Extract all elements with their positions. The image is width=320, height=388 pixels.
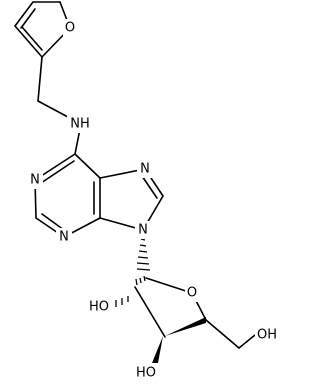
furan-bond-c2-c3 (14, 25, 43, 58)
ribose-bond-c2-c3 (134, 286, 166, 338)
furan-bond-c3-c4 (14, 1, 34, 27)
ribose-oxygen-label: O (187, 286, 197, 301)
furan-double-bond-c3-c4 (20, 8, 36, 29)
bond-furan-ch2 (37, 56, 43, 102)
hashed-bond-c1-c2 (135, 275, 146, 286)
ribose-bond-c4-c5 (205, 319, 240, 349)
purine-bond-c5-c6 (74, 153, 101, 179)
purine-double-bond-c2-n3 (41, 213, 65, 231)
imidazole-n9-label: N (138, 223, 148, 238)
furan-oxygen-label: O (65, 21, 75, 36)
hydroxyl-5-label: OH (257, 328, 277, 343)
imidazole-n7-label: N (140, 162, 150, 177)
hashed-bond-n9-c1 (136, 238, 151, 271)
pyrimidine-n1-label: N (30, 173, 40, 188)
ribose-bond-c5-oh (238, 334, 256, 349)
bond-layer (14, 1, 256, 363)
hydroxyl-2-label: HO (89, 300, 109, 315)
purine-double-bond-c6-n1 (40, 160, 75, 184)
atom-layer: O NH N N N N O HO HO OH (27, 19, 280, 382)
furan-double-bond-c2-c3 (21, 26, 43, 51)
amine-nh-label: NH (70, 117, 90, 132)
purine-double-bond-n7-c8 (141, 175, 158, 199)
molecule-diagram: O NH N N N N O HO HO OH (14, 1, 280, 382)
hydroxyl-3-label: HO (136, 366, 156, 381)
wedge-bond-c3-c4 (165, 317, 206, 336)
pyrimidine-n3-label: N (59, 230, 69, 245)
wedge-bond-c3-oh (152, 336, 163, 363)
hashed-bond-c2-oh (115, 296, 129, 307)
ribose-bond-o-c1 (145, 277, 193, 294)
